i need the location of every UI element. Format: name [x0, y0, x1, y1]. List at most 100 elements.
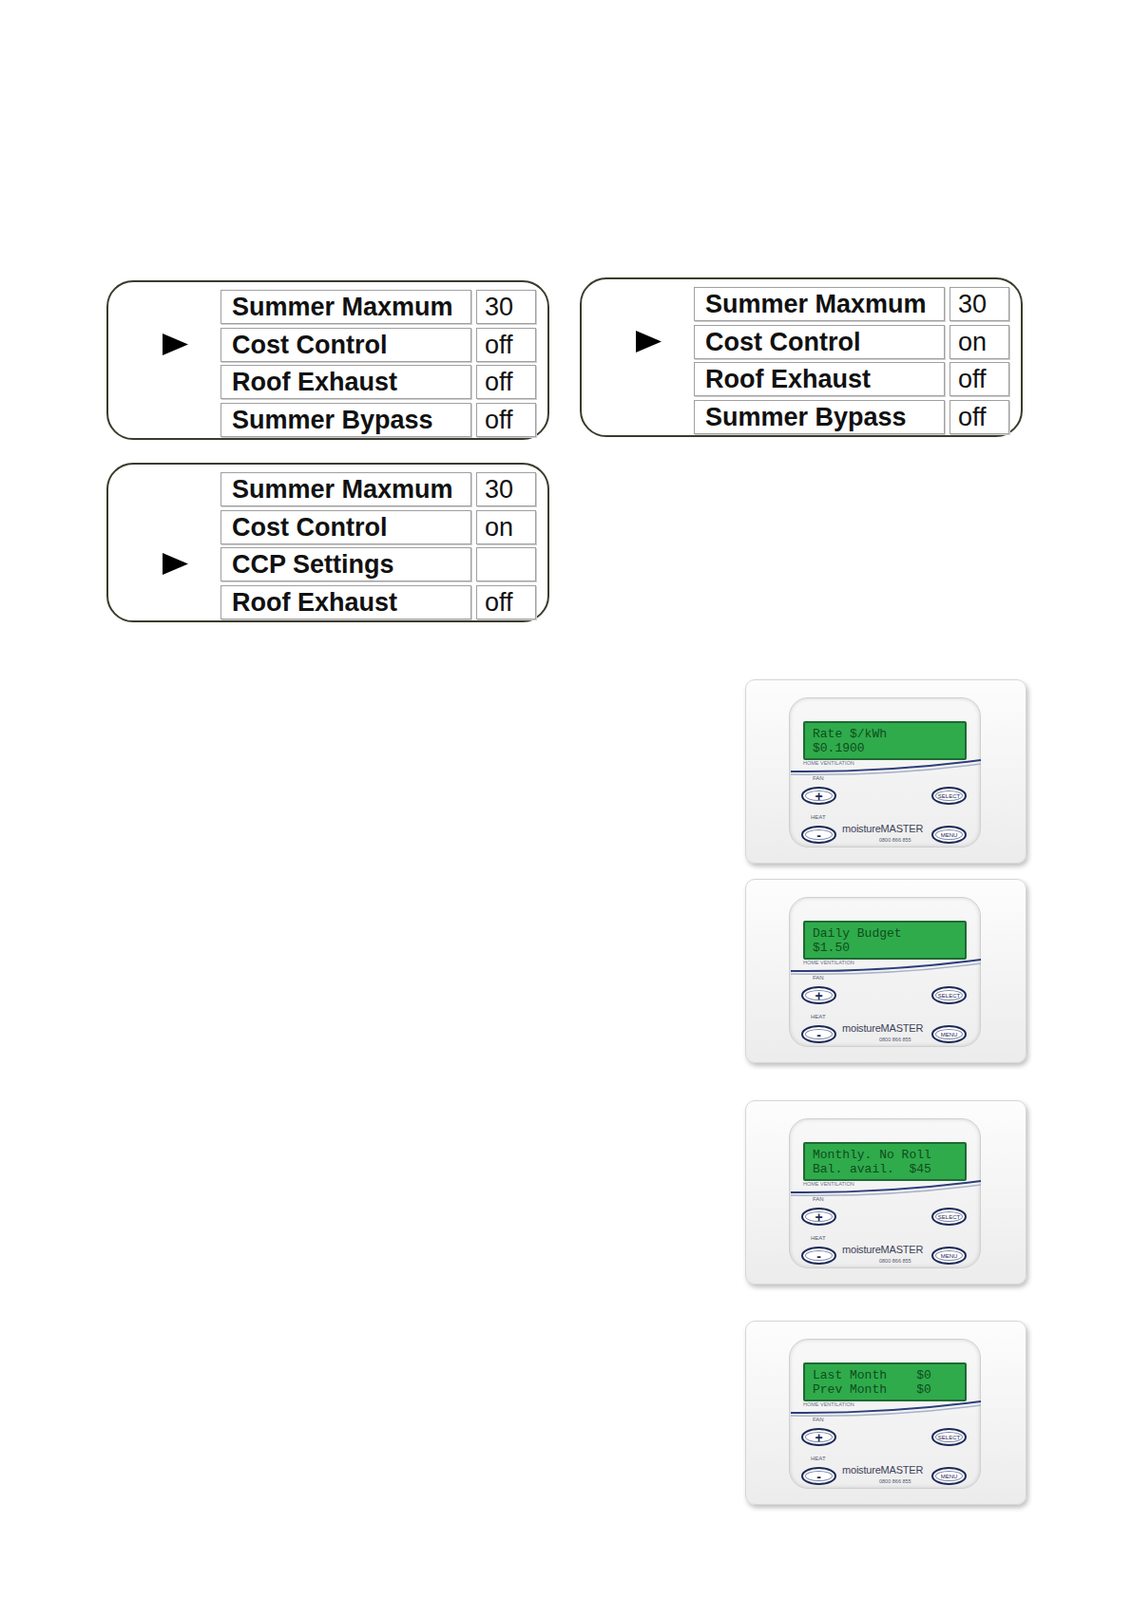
arrow-head — [162, 553, 189, 576]
menu-cell: off — [476, 327, 537, 363]
lcd-screen: Monthly. No RollBal. avail. $45 — [803, 1142, 967, 1182]
menu-text: Cost Control — [231, 515, 387, 541]
selection-arrow — [162, 553, 190, 576]
menu-cell: Cost Control — [693, 325, 945, 360]
control-button: SELECT — [931, 1208, 967, 1227]
lcd-line: Last Month $0 — [812, 1368, 965, 1383]
button-symbol: SELECT — [938, 1214, 960, 1221]
button-symbol: SELECT — [938, 993, 960, 999]
menu-cell: Summer Bypass — [220, 402, 472, 438]
menu-text: off — [958, 366, 987, 393]
menu-text: off — [484, 407, 514, 434]
control-button: MENU — [931, 1467, 967, 1486]
menu-panel: Summer Maxmum 30Cost Control onCCP Setting… — [106, 462, 550, 623]
button-symbol: - — [816, 1028, 822, 1042]
swoosh-line — [790, 760, 981, 772]
control-button: - — [801, 825, 837, 845]
lcd-line: Monthly. No Roll — [812, 1148, 965, 1163]
menu-text: 30 — [484, 477, 514, 503]
menu-text: Summer Bypass — [705, 404, 907, 431]
arrow-head — [162, 333, 189, 356]
menu-text: on — [958, 329, 987, 356]
control-button: + — [801, 1428, 837, 1447]
menu-text: off — [958, 404, 987, 431]
lcd-line: Prev Month $0 — [812, 1382, 965, 1398]
control-button: SELECT — [931, 1428, 967, 1447]
button-symbol: + — [814, 989, 823, 1003]
control-button: - — [801, 1467, 837, 1486]
panel-band-text: HOME VENTILATION — [803, 1402, 855, 1409]
lcd-screen: Daily Budget$1.50 — [803, 920, 967, 960]
button-symbol: SELECT — [938, 1435, 960, 1441]
menu-text: Roof Exhaust — [705, 366, 871, 393]
wall-controller: Rate $/kWh$0.1900+SELECT-MENUHOME VENTIL… — [745, 679, 1027, 864]
control-button: MENU — [931, 825, 967, 845]
menu-text: 30 — [484, 294, 514, 321]
menu-cell: off — [949, 362, 1010, 397]
phone-number: 0800 866 855 — [879, 1037, 912, 1044]
brand-logo: moistureMASTER — [842, 824, 923, 835]
menu-text: off — [484, 590, 514, 616]
button-caption: HEAT — [810, 1235, 826, 1242]
swoosh-line — [790, 1401, 981, 1414]
menu-panel: Summer Maxmum 30Cost Control onRoof Exhaus… — [579, 277, 1023, 438]
blue-swoosh — [746, 1101, 1028, 1286]
brand-logo: moistureMASTER — [842, 1023, 923, 1035]
panel-band-text: HOME VENTILATION — [803, 1182, 855, 1189]
menu-cell: 30 — [476, 472, 537, 507]
menu-cell: off — [476, 364, 537, 400]
menu-cell: off — [949, 400, 1010, 435]
button-symbol: - — [816, 828, 822, 843]
menu-text: off — [484, 332, 514, 359]
button-caption: HEAT — [810, 814, 826, 821]
lcd-line: Bal. avail. $45 — [812, 1162, 965, 1177]
lcd-line: $1.50 — [812, 940, 965, 956]
menu-text: Summer Bypass — [231, 407, 434, 434]
menu-cell: on — [949, 325, 1010, 360]
brand-logo: moistureMASTER — [842, 1245, 923, 1256]
button-symbol: MENU — [940, 1253, 959, 1260]
menu-panel: Summer Maxmum30Cost ControloffRoof Exhau… — [106, 280, 550, 441]
wall-controller: Daily Budget$1.50+SELECT-MENUHOME VENTIL… — [745, 879, 1027, 1064]
menu-cell: Summer Maxmum — [220, 472, 472, 507]
control-button: + — [801, 1208, 837, 1227]
control-button: MENU — [931, 1247, 967, 1266]
menu-text: 30 — [958, 291, 987, 318]
empty-value-cell — [476, 547, 537, 582]
arrow-head — [635, 330, 662, 353]
control-button: + — [801, 986, 837, 1005]
control-button: SELECT — [931, 786, 967, 806]
blue-swoosh — [746, 880, 1028, 1065]
wall-controller: Monthly. No RollBal. avail. $45+SELECT-M… — [745, 1100, 1027, 1286]
button-symbol: + — [814, 789, 823, 804]
button-caption: FAN — [812, 1196, 825, 1203]
menu-text: off — [484, 369, 514, 396]
phone-number: 0800 866 855 — [879, 1259, 912, 1266]
selection-arrow — [635, 330, 663, 354]
selection-arrow — [162, 333, 190, 357]
menu-text: Summer Maxmum — [705, 291, 927, 318]
lcd-line: Daily Budget — [812, 926, 965, 941]
button-caption: FAN — [812, 775, 825, 782]
menu-cell: Cost Control — [220, 327, 472, 363]
menu-text: on — [484, 515, 514, 541]
button-symbol: MENU — [940, 1474, 959, 1480]
menu-cell: Roof Exhaust — [693, 362, 945, 397]
phone-number: 0800 866 855 — [879, 1479, 912, 1486]
lcd-line: Rate $/kWh — [812, 727, 965, 742]
button-symbol: - — [816, 1470, 822, 1484]
menu-cell: Summer Maxmum — [220, 289, 472, 325]
menu-cell: 30 — [476, 289, 537, 325]
button-caption: FAN — [812, 975, 825, 981]
phone-number: 0800 866 855 — [879, 838, 912, 845]
menu-text: Summer Maxmum — [231, 477, 454, 503]
menu-text: Roof Exhaust — [231, 369, 398, 396]
menu-cell: on — [476, 510, 537, 545]
swoosh-line — [790, 959, 981, 972]
button-caption: HEAT — [810, 1014, 826, 1020]
lcd-screen: Last Month $0Prev Month $0 — [803, 1362, 967, 1402]
menu-cell: Roof Exhaust — [220, 585, 472, 620]
menu-text: CCP Settings — [231, 552, 395, 578]
menu-text: Cost Control — [705, 329, 861, 356]
